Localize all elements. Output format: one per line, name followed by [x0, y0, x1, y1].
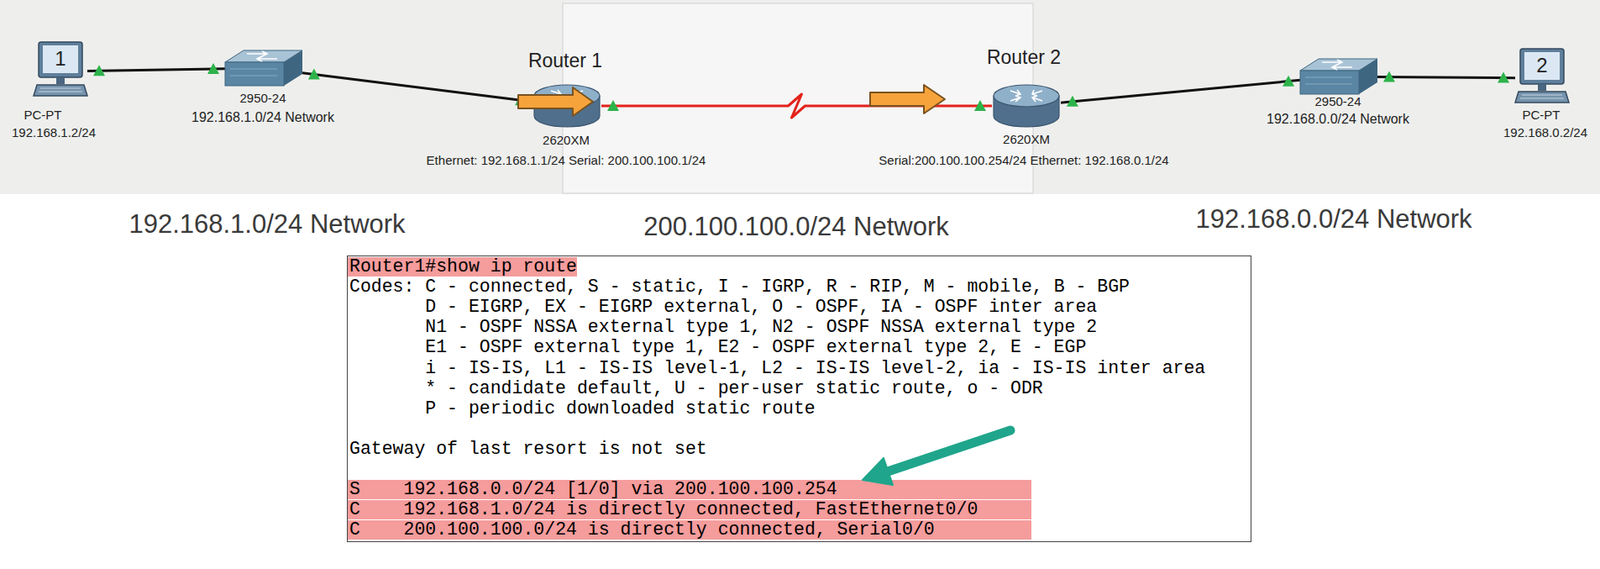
output-line: i - IS-IS, L1 - IS-IS level-1, L2 - IS-I…	[424, 358, 1206, 378]
highlighted-output-line: Router1#show ip route	[347, 257, 578, 277]
link-light	[974, 99, 987, 111]
orange-arrow	[518, 87, 593, 116]
network-label: 192.168.0.0/24 Network	[1195, 204, 1472, 235]
network-label: 192.168.1.0/24 Network	[128, 209, 405, 240]
link-light	[207, 62, 220, 74]
router-device: Router 12620XMEthernet: 192.168.1.1/24 S…	[532, 82, 602, 130]
icon-part	[534, 84, 600, 107]
pc-device: 1PC-PT192.168.1.2/24	[33, 40, 88, 103]
interface-addresses: Serial:200.100.100.254/24 Ethernet: 192.…	[878, 153, 1169, 168]
link-light	[1066, 95, 1079, 107]
icon-part	[1358, 58, 1378, 95]
switch-icon	[225, 48, 303, 88]
switch-device: 2950-24192.168.0.0/24 Network	[1300, 57, 1378, 96]
output-line: Gateway of last resort is not set	[349, 439, 708, 459]
pointer-arrow-shaft	[887, 430, 1011, 472]
icon-part	[1537, 83, 1547, 91]
device-model: 2620XM	[1002, 132, 1050, 147]
icon-part	[33, 84, 88, 96]
icon-part	[550, 89, 583, 102]
icon-part	[38, 88, 83, 92]
interface-addresses: Ethernet: 192.168.1.1/24 Serial: 200.100…	[426, 153, 707, 168]
network-name: 192.168.0.0/24 Network	[1266, 111, 1410, 127]
orange-arrow	[870, 84, 945, 114]
ip-address: 192.168.1.2/24	[11, 125, 96, 141]
icon-part	[1524, 52, 1560, 80]
topology-band	[0, 0, 1600, 195]
link-light	[607, 99, 620, 111]
output-line: Codes: C - connected, S - static, I - IG…	[349, 277, 1130, 297]
console-output: Router1#show ip routeCodes: C - connecte…	[346, 255, 1252, 542]
pc-device: 2PC-PT192.168.0.2/24	[1515, 47, 1569, 110]
icon-part	[225, 62, 284, 86]
output-line: * - candidate default, U - per-user stat…	[424, 378, 1043, 399]
router-device: Router 22620XMSerial:200.100.100.254/24 …	[991, 82, 1061, 130]
link-light	[308, 68, 320, 79]
icon-part	[1515, 91, 1569, 103]
icon-part	[42, 45, 79, 74]
icon-part	[1010, 89, 1043, 102]
network-label: 200.100.100.0/24 Network	[643, 211, 950, 242]
icon-part	[1321, 59, 1353, 70]
device-model: 2950-24	[239, 91, 286, 106]
link-light	[93, 64, 105, 76]
ethernet-link	[1377, 76, 1516, 78]
link-light	[1282, 75, 1295, 87]
highlighted-output-line: S 192.168.0.0/24 [1/0] via 200.100.100.2…	[347, 479, 1032, 499]
output-line: D - EIGRP, EX - EIGRP external, O - OSPF…	[424, 297, 1097, 317]
icon-part	[1520, 48, 1564, 84]
ethernet-link	[302, 73, 533, 102]
icon-part	[246, 51, 278, 62]
device-model: 2620XM	[542, 133, 590, 148]
icon-part	[1520, 94, 1564, 99]
highlighted-output-line: C 200.100.100.0/24 is directly connected…	[347, 519, 1032, 540]
icon-part	[230, 68, 278, 76]
ethernet-link	[87, 68, 226, 72]
icon-part	[1300, 70, 1359, 95]
pc-number: 2	[1536, 54, 1548, 77]
pointer-arrow-head	[862, 457, 893, 485]
switch-device: 2950-24192.168.1.0/24 Network	[225, 48, 303, 88]
router-name: Router 2	[986, 47, 1061, 69]
link-light	[514, 94, 527, 105]
router-icon	[532, 82, 602, 130]
device-type: PC-PT	[1522, 108, 1561, 123]
icon-part	[993, 84, 1060, 107]
device-type: PC-PT	[24, 108, 63, 123]
output-line: P - periodic downloaded static route	[424, 398, 815, 419]
pc-number: 1	[54, 47, 66, 70]
ip-address: 192.168.0.2/24	[1503, 125, 1588, 141]
link-light	[1383, 70, 1396, 82]
icon-part	[56, 77, 65, 84]
router-name: Router 1	[528, 50, 603, 72]
switch-icon	[1300, 57, 1378, 96]
serial-link	[601, 94, 992, 118]
network-name: 192.168.1.0/24 Network	[191, 110, 335, 126]
ethernet-link	[1060, 79, 1301, 103]
icon-part	[283, 50, 303, 86]
router-icon	[991, 82, 1061, 130]
icon-part	[1305, 77, 1353, 84]
output-line: E1 - OSPF external type 1, E2 - OSPF ext…	[424, 337, 1086, 357]
output-line: N1 - OSPF NSSA external type 1, N2 - OSP…	[424, 317, 1097, 337]
link-light	[1497, 72, 1510, 84]
icon-part	[38, 41, 83, 78]
highlighted-output-line: C 192.168.1.0/24 is directly connected, …	[347, 499, 1032, 520]
device-model: 2950-24	[1314, 94, 1361, 110]
